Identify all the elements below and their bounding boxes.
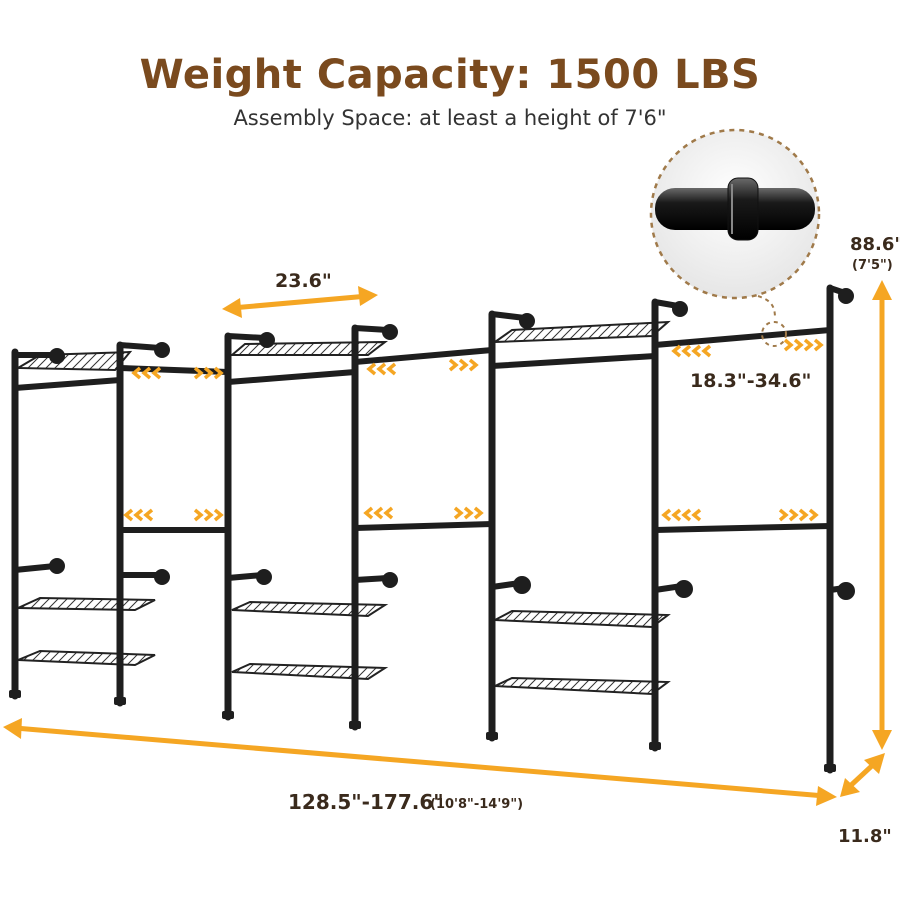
total-width-arrow — [3, 718, 837, 806]
chevron-arrow-icon — [123, 338, 824, 522]
height-feet-label: (7'5") — [852, 258, 893, 273]
total-width-feet-label: (10'8"-14'9") — [430, 797, 524, 812]
shelf-width-label: 23.6" — [275, 270, 332, 292]
page-title: Weight Capacity: 1500 LBS — [139, 52, 761, 98]
double-arrow-icon — [222, 286, 378, 318]
vertical-posts — [11, 284, 834, 774]
zoom-detail-icon — [649, 128, 821, 347]
depth-label: 11.8" — [838, 826, 892, 847]
wall-mount-arms — [12, 285, 855, 600]
page-subtitle: Assembly Space: at least a height of 7'6… — [233, 106, 667, 130]
height-inches-label: 88.6" — [850, 234, 900, 255]
depth-arrow — [840, 753, 885, 797]
post-feet — [9, 690, 836, 772]
height-arrow — [872, 280, 892, 750]
rod-range-label: 18.3"-34.6" — [690, 370, 812, 392]
lower-shelves — [17, 596, 671, 696]
middle-hanging-rods — [117, 521, 833, 533]
upper-hanging-rods — [12, 327, 833, 391]
total-width-inches-label: 128.5"-177.6" — [288, 790, 444, 814]
